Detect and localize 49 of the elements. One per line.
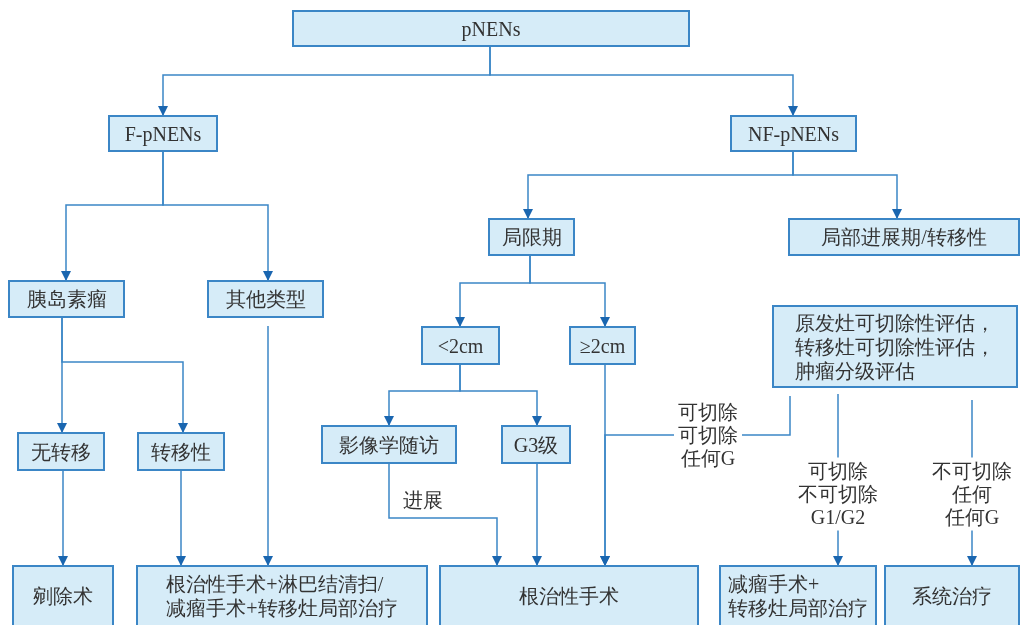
arrow bbox=[532, 463, 542, 566]
process-box bbox=[207, 280, 324, 318]
box-text: F-pNENs bbox=[124, 121, 202, 146]
box-text: NF-pNENs bbox=[747, 121, 840, 146]
box-text: 无转移 bbox=[31, 439, 91, 464]
box-text: 原发灶可切除性评估，转移灶可切除性评估，肿瘤分级评估 bbox=[795, 310, 995, 383]
process-box bbox=[136, 565, 428, 625]
process-box bbox=[421, 326, 500, 365]
box-text: 转移性 bbox=[151, 439, 211, 464]
process-box bbox=[292, 10, 690, 47]
arrow bbox=[489, 46, 798, 116]
arrow bbox=[58, 470, 68, 566]
arrow bbox=[459, 364, 542, 426]
box-text: G3级 bbox=[513, 432, 559, 457]
box-text: 局部进展期/转移性 bbox=[821, 225, 987, 249]
process-box bbox=[501, 425, 571, 464]
process-box bbox=[137, 432, 225, 471]
box-text: 剜除术 bbox=[33, 584, 93, 608]
box-text: 系统治疗 bbox=[912, 584, 992, 608]
arrow bbox=[263, 325, 273, 566]
process-box bbox=[17, 432, 105, 471]
arrow bbox=[61, 317, 188, 433]
process-box bbox=[730, 115, 857, 152]
box-text: 减瘤手术+转移灶局部治疗 bbox=[728, 572, 868, 620]
box-text: <2cm bbox=[437, 333, 484, 358]
box-text: 其他类型 bbox=[225, 287, 306, 311]
process-box bbox=[439, 565, 699, 625]
box-text: 局限期 bbox=[501, 225, 562, 249]
arrow bbox=[529, 255, 610, 327]
process-box bbox=[8, 280, 125, 318]
arrow bbox=[792, 151, 902, 219]
process-box bbox=[569, 326, 636, 365]
arrow bbox=[162, 151, 273, 281]
box-text: pNENs bbox=[461, 16, 521, 41]
process-box bbox=[884, 565, 1020, 625]
process-box bbox=[772, 305, 1018, 388]
box-text: 影像学随访 bbox=[339, 432, 439, 457]
arrow bbox=[176, 470, 186, 566]
process-box bbox=[321, 425, 457, 464]
box-text: 胰岛素瘤 bbox=[26, 287, 107, 311]
box-text: ≥2cm bbox=[579, 333, 626, 358]
process-box bbox=[12, 565, 114, 625]
box-text: 根治性手术+淋巴结清扫/减瘤手术+转移灶局部治疗 bbox=[166, 572, 398, 620]
process-box bbox=[488, 218, 575, 256]
process-box bbox=[719, 565, 877, 625]
box-text: 根治性手术 bbox=[519, 584, 619, 608]
process-box bbox=[788, 218, 1020, 256]
process-box bbox=[108, 115, 218, 152]
arrow bbox=[388, 463, 502, 566]
